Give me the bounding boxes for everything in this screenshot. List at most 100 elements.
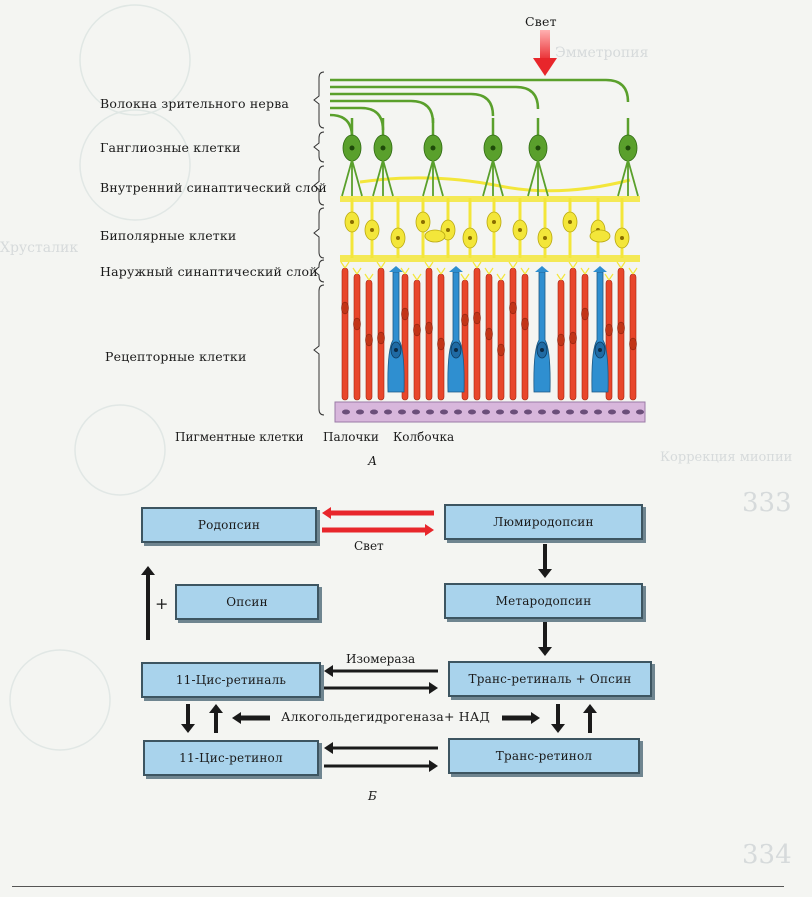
box-cis-retinal: 11-Цис-ретиналь — [141, 662, 321, 698]
layer-label-bipolar: Биполярные клетки — [100, 228, 237, 243]
rod-terminal — [496, 273, 502, 281]
rod-terminal — [524, 267, 530, 275]
label-cone: Колбочка — [393, 430, 455, 444]
rod-terminal — [380, 261, 386, 269]
pigment-cell-nucleus — [580, 409, 588, 415]
pigment-cell-nucleus — [524, 409, 532, 415]
optic-nerve-fiber — [329, 113, 354, 138]
rod-nucleus — [485, 327, 493, 341]
rod-nucleus — [569, 331, 577, 345]
rod-nucleus — [413, 323, 421, 337]
pigment-cell-nucleus — [356, 409, 364, 415]
bipolar-nucleus — [492, 220, 496, 224]
rod-terminal — [572, 261, 578, 269]
pigment-cell-nucleus — [482, 409, 490, 415]
visual-cycle-arrows — [141, 507, 597, 772]
cone-pedicle — [535, 266, 549, 272]
layer-brace — [313, 165, 325, 206]
pigment-cell-nucleus — [594, 409, 602, 415]
rod-nucleus — [425, 321, 433, 335]
box-metarhodopsin: Метародопсин — [444, 583, 643, 619]
cone-pedicle — [449, 266, 463, 272]
pigment-cell-nucleus — [608, 409, 616, 415]
arrow-to-rhodopsin-head — [141, 566, 155, 575]
cone-cell — [533, 271, 551, 393]
rod-nucleus — [497, 343, 505, 357]
isomerase-arrow-left-head — [324, 665, 333, 677]
pigment-cell-nucleus — [622, 409, 630, 415]
bipolar-nucleus — [350, 220, 354, 224]
rod-cell — [521, 273, 529, 401]
rod-cell — [473, 267, 481, 401]
light-arrow-right-head — [425, 524, 434, 536]
layer-brace — [313, 131, 325, 163]
rod-terminal — [512, 261, 518, 269]
pigment-cell-nucleus — [496, 409, 504, 415]
rod-nucleus — [341, 301, 349, 315]
ganglion-nucleus — [535, 145, 541, 151]
box-trans-retinal-opsin: Транс-ретиналь + Опсин — [448, 661, 652, 697]
ganglion-nucleus — [625, 145, 631, 151]
rod-nucleus — [437, 337, 445, 351]
pigment-cell-nucleus — [454, 409, 462, 415]
dehydrogenase-arrow-right-head — [531, 712, 540, 724]
rod-terminal — [616, 261, 622, 269]
page-bottom-rule — [12, 886, 784, 887]
ganglion-dendrite — [372, 159, 394, 197]
rod-terminal — [424, 261, 430, 269]
rod-nucleus — [377, 331, 385, 345]
rod-nucleus — [509, 301, 517, 315]
pigment-cell-nucleus — [566, 409, 574, 415]
cone-cell — [387, 271, 405, 393]
rod-terminal — [628, 267, 634, 275]
bipolar-nucleus — [518, 228, 522, 232]
ganglion-dendrite — [482, 159, 504, 197]
inner-plexiform-band — [340, 196, 640, 202]
ganglion-nucleus — [349, 145, 355, 151]
isomerase-arrow-right-head — [429, 682, 438, 694]
caption-b: Б — [368, 789, 377, 803]
pigment-cell-nucleus — [440, 409, 448, 415]
amacrine-cell — [589, 229, 611, 243]
rod-terminal — [464, 273, 470, 281]
bipolar-nucleus — [620, 236, 624, 240]
rod-terminal — [476, 261, 482, 269]
bipolar-nucleus — [568, 220, 572, 224]
pigment-cell-nucleus — [342, 409, 350, 415]
pigment-cell-nucleus — [398, 409, 406, 415]
ganglion-nucleus — [490, 145, 496, 151]
pigment-cell-nucleus — [384, 409, 392, 415]
rod-terminal — [400, 267, 406, 275]
light-label-b: Свет — [354, 539, 384, 553]
rod-nucleus — [557, 333, 565, 347]
rod-nucleus — [605, 323, 613, 337]
layer-brace — [313, 284, 325, 416]
layer-label-ganglion: Ганглиозные клетки — [100, 140, 241, 155]
ghost-eye-drawings — [9, 4, 191, 751]
rod-terminal — [376, 261, 382, 269]
arrow-retinal-to-retinol-head — [181, 724, 195, 733]
bipolar-nucleus — [468, 236, 472, 240]
pigment-cell-nucleus — [636, 409, 644, 415]
layer-brace — [313, 71, 325, 129]
cone-nucleolus — [598, 348, 602, 352]
pigment-cell-nucleus — [538, 409, 546, 415]
box-cis-retinol: 11-Цис-ретинол — [143, 740, 319, 776]
arrow-trans-retinol-to-retinal-head — [583, 704, 597, 713]
rod-terminal — [440, 267, 446, 275]
arrow-meta-to-trans-head — [538, 647, 552, 656]
light-arrow-left-head — [322, 507, 331, 519]
rod-cell — [581, 273, 589, 401]
cone-cell — [447, 271, 465, 393]
bipolar-nucleus — [370, 228, 374, 232]
pigment-cell-nucleus — [468, 409, 476, 415]
rod-nucleus — [461, 313, 469, 327]
dehydrogenase-label: Алкогольдегидрогеназа+ НАД — [281, 709, 490, 724]
outer-plexiform-band — [340, 255, 640, 262]
rod-terminal — [580, 267, 586, 275]
rod-terminal — [352, 267, 358, 275]
arrow-retinol-to-retinal-head — [209, 704, 223, 713]
rod-terminal — [368, 273, 374, 281]
